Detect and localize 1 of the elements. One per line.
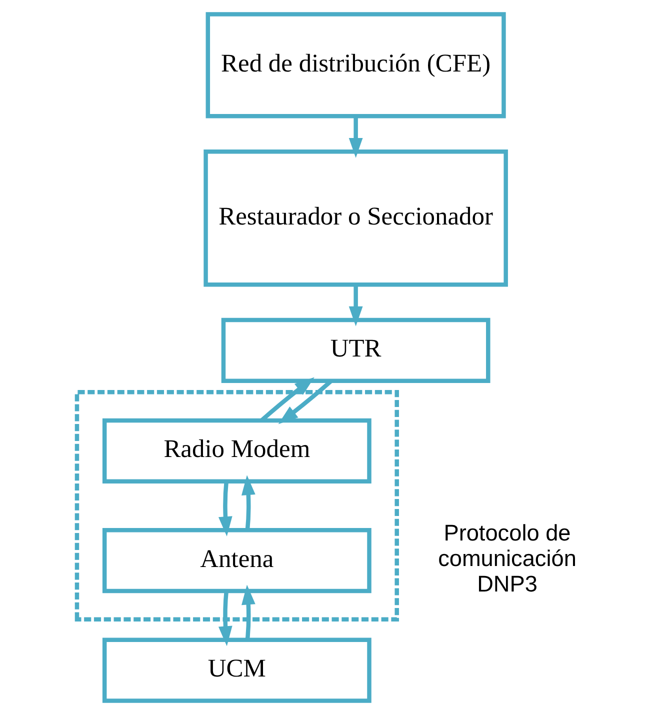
node-label: Protocolo de comunicación DNP3 <box>438 520 576 596</box>
